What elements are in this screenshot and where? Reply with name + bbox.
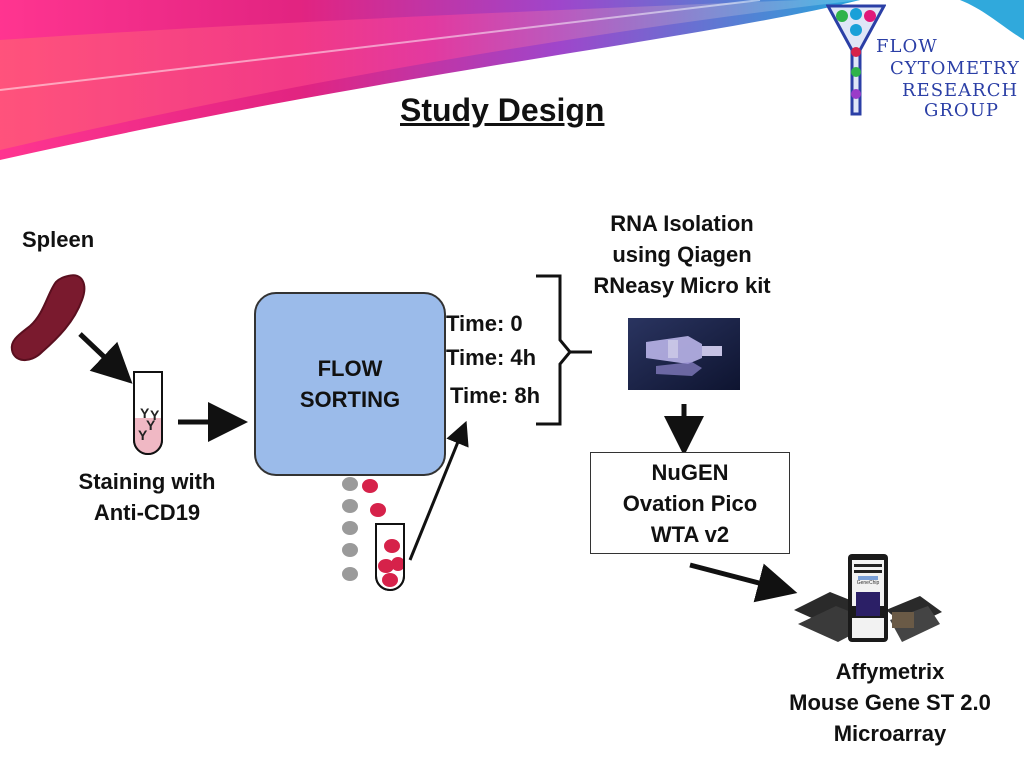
chip-label: GeneChip: [857, 580, 880, 586]
sorted-cells-red: [362, 479, 386, 517]
affymetrix-label: Affymetrix Mouse Gene ST 2.0 Microarray: [770, 656, 1010, 749]
logo-funnel-icon: [826, 4, 886, 116]
spleen-label: Spleen: [22, 227, 95, 252]
staining-line-1: Staining with: [78, 469, 216, 494]
rna-line-3: RNeasy Micro kit: [593, 273, 771, 298]
nugen-line-1: NuGEN: [651, 459, 729, 485]
time-bracket: [536, 274, 572, 426]
antibody-glyph-3: Y: [146, 417, 156, 433]
rna-line-1: RNA Isolation: [610, 211, 754, 236]
logo-line-1: FLOW: [876, 36, 938, 57]
rneasy-column-image: [628, 318, 740, 390]
logo-line-4: GROUP: [924, 100, 999, 121]
nugen-box: NuGEN Ovation Pico WTA v2: [590, 452, 790, 554]
affy-line-1: Affymetrix: [835, 659, 945, 684]
header-swoosh: [0, 0, 1024, 160]
affy-line-2: Mouse Gene ST 2.0: [789, 690, 991, 715]
staining-line-2: Anti-CD19: [93, 500, 201, 525]
flow-box-line-1: FLOW: [317, 356, 383, 381]
flow-sorting-box: FLOW SORTING: [254, 292, 446, 476]
nugen-line-3: WTA v2: [650, 521, 730, 547]
affymetrix-chip-image: GeneChip: [794, 554, 942, 642]
arrow-nugen-to-affy: [689, 562, 798, 603]
staining-label: Staining with Anti-CD19: [52, 466, 242, 528]
antibody-glyph-4: Y: [138, 427, 148, 443]
time-8h: Time: 8h: [450, 383, 541, 408]
spleen-organ-icon: [10, 274, 86, 361]
logo-line-3: RESEARCH: [902, 80, 1019, 101]
rna-line-2: using Qiagen: [612, 242, 752, 267]
slide-title: Study Design: [400, 92, 605, 128]
sorted-cells-gray: [342, 477, 358, 581]
logo-line-2: CYTOMETRY: [890, 58, 1020, 79]
flow-box-line-2: SORTING: [299, 387, 401, 412]
antibody-glyph-1: Y: [140, 405, 150, 421]
staining-tube: [133, 371, 163, 455]
time-0: Time: 0: [446, 311, 523, 336]
affy-line-3: Microarray: [833, 721, 947, 746]
time-4h: Time: 4h: [446, 345, 537, 370]
nugen-line-2: Ovation Pico: [622, 490, 758, 516]
arrow-spleen-to-tube: [78, 332, 133, 384]
antibody-glyph-2: Y: [150, 407, 160, 423]
arrow-cells-to-times: [408, 420, 469, 561]
rna-isolation-label: RNA Isolation using Qiagen RNeasy Micro …: [572, 208, 792, 301]
collection-tube: [375, 523, 405, 591]
